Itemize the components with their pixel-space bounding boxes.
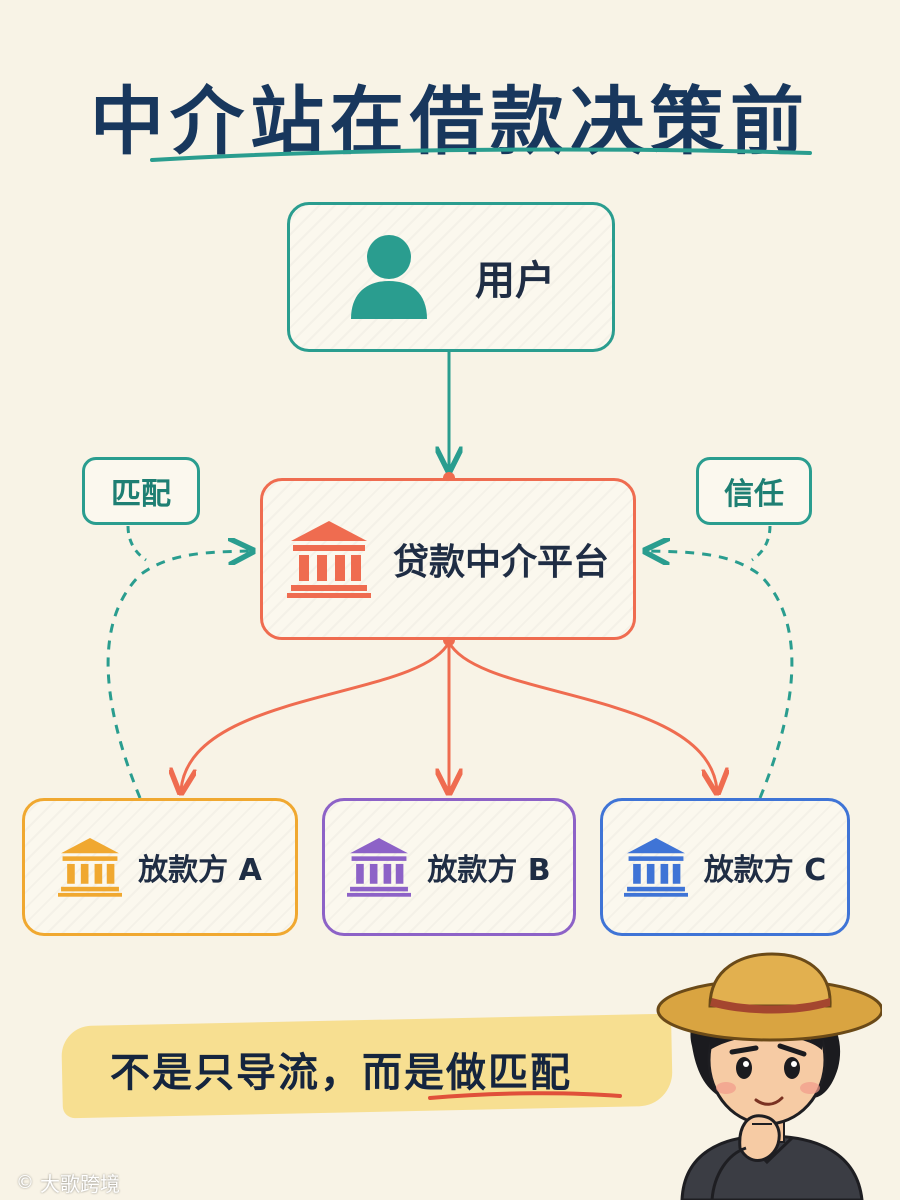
bank-icon: [58, 838, 123, 897]
node-user-label: 用户: [475, 258, 555, 304]
tag-trust-tail: [751, 525, 772, 562]
tag-match-tail: [126, 525, 147, 562]
node-platform: 贷款中介平台: [260, 478, 636, 640]
dashed-arrow-match: [106, 551, 250, 799]
dashed-arrow-trust: [648, 551, 794, 799]
bank-icon: [347, 838, 412, 897]
tag-trust: 信任: [696, 457, 812, 525]
node-lender-b-label: 放款方 B: [427, 853, 551, 888]
title-underline: [150, 147, 812, 162]
thinking-boy-illustration: [656, 952, 882, 1200]
node-platform-label: 贷款中介平台: [392, 542, 609, 583]
tag-match: 匹配: [82, 457, 200, 525]
node-lender-a-label: 放款方 A: [138, 853, 262, 888]
banner-text: 不是只导流，而是做匹配: [110, 1050, 572, 1096]
arrow-platform-to-a: [181, 641, 451, 790]
node-user: 用户: [287, 202, 615, 352]
bank-icon: [286, 521, 371, 598]
watermark-logo-icon: ©: [16, 1172, 34, 1193]
node-lender-b: 放款方 B: [322, 798, 576, 936]
person-icon: [351, 235, 427, 319]
node-lender-c: 放款方 C: [600, 798, 850, 936]
watermark: © 大歌跨境: [16, 1168, 120, 1197]
watermark-text: 大歌跨境: [40, 1172, 120, 1196]
node-lender-c-label: 放款方 C: [703, 853, 827, 888]
arrow-platform-to-c: [447, 641, 717, 790]
banner-underline: [428, 1091, 622, 1100]
bank-icon: [623, 838, 688, 897]
node-lender-a: 放款方 A: [22, 798, 298, 936]
